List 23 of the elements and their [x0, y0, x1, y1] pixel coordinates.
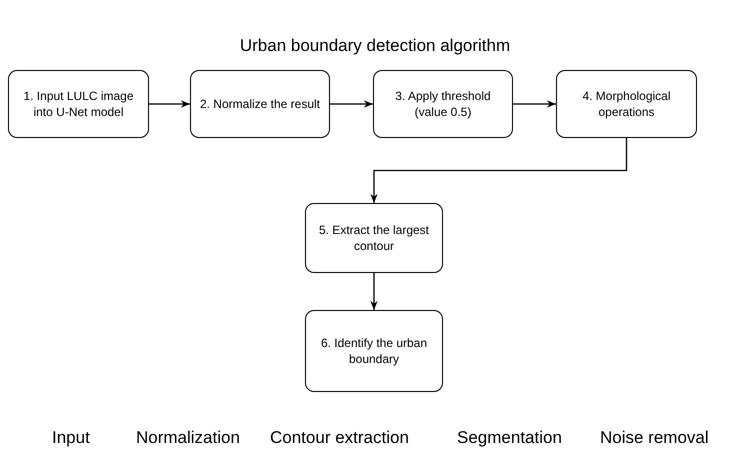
stage-label: Input	[52, 428, 90, 448]
diagram-title: Urban boundary detection algorithm	[238, 36, 512, 56]
process-box	[373, 70, 513, 138]
step-text: 4. Morphological operations	[581, 88, 672, 120]
step-text: 3. Apply threshold (value 0.5)	[394, 88, 492, 120]
step-text: 5. Extract the largest contour	[318, 222, 430, 254]
step-text: 6. Identify the urban boundary	[320, 334, 428, 368]
arrow	[370, 138, 628, 203]
arrow	[149, 100, 190, 108]
arrow	[513, 100, 556, 108]
stage-label: Contour extraction	[270, 428, 409, 448]
process-box	[556, 70, 697, 138]
arrow	[330, 100, 373, 108]
stage-label: Normalization	[136, 428, 240, 448]
arrow	[370, 273, 378, 310]
process-box	[305, 310, 443, 392]
process-box	[8, 70, 149, 138]
process-box	[190, 70, 330, 138]
stage-label: Segmentation	[457, 428, 562, 448]
step-text: 1. Input LULC image into U-Net model	[22, 88, 135, 120]
process-box	[305, 203, 443, 273]
step-text: 2. Normalize the result	[200, 96, 320, 112]
stage-label: Noise removal	[600, 428, 709, 448]
